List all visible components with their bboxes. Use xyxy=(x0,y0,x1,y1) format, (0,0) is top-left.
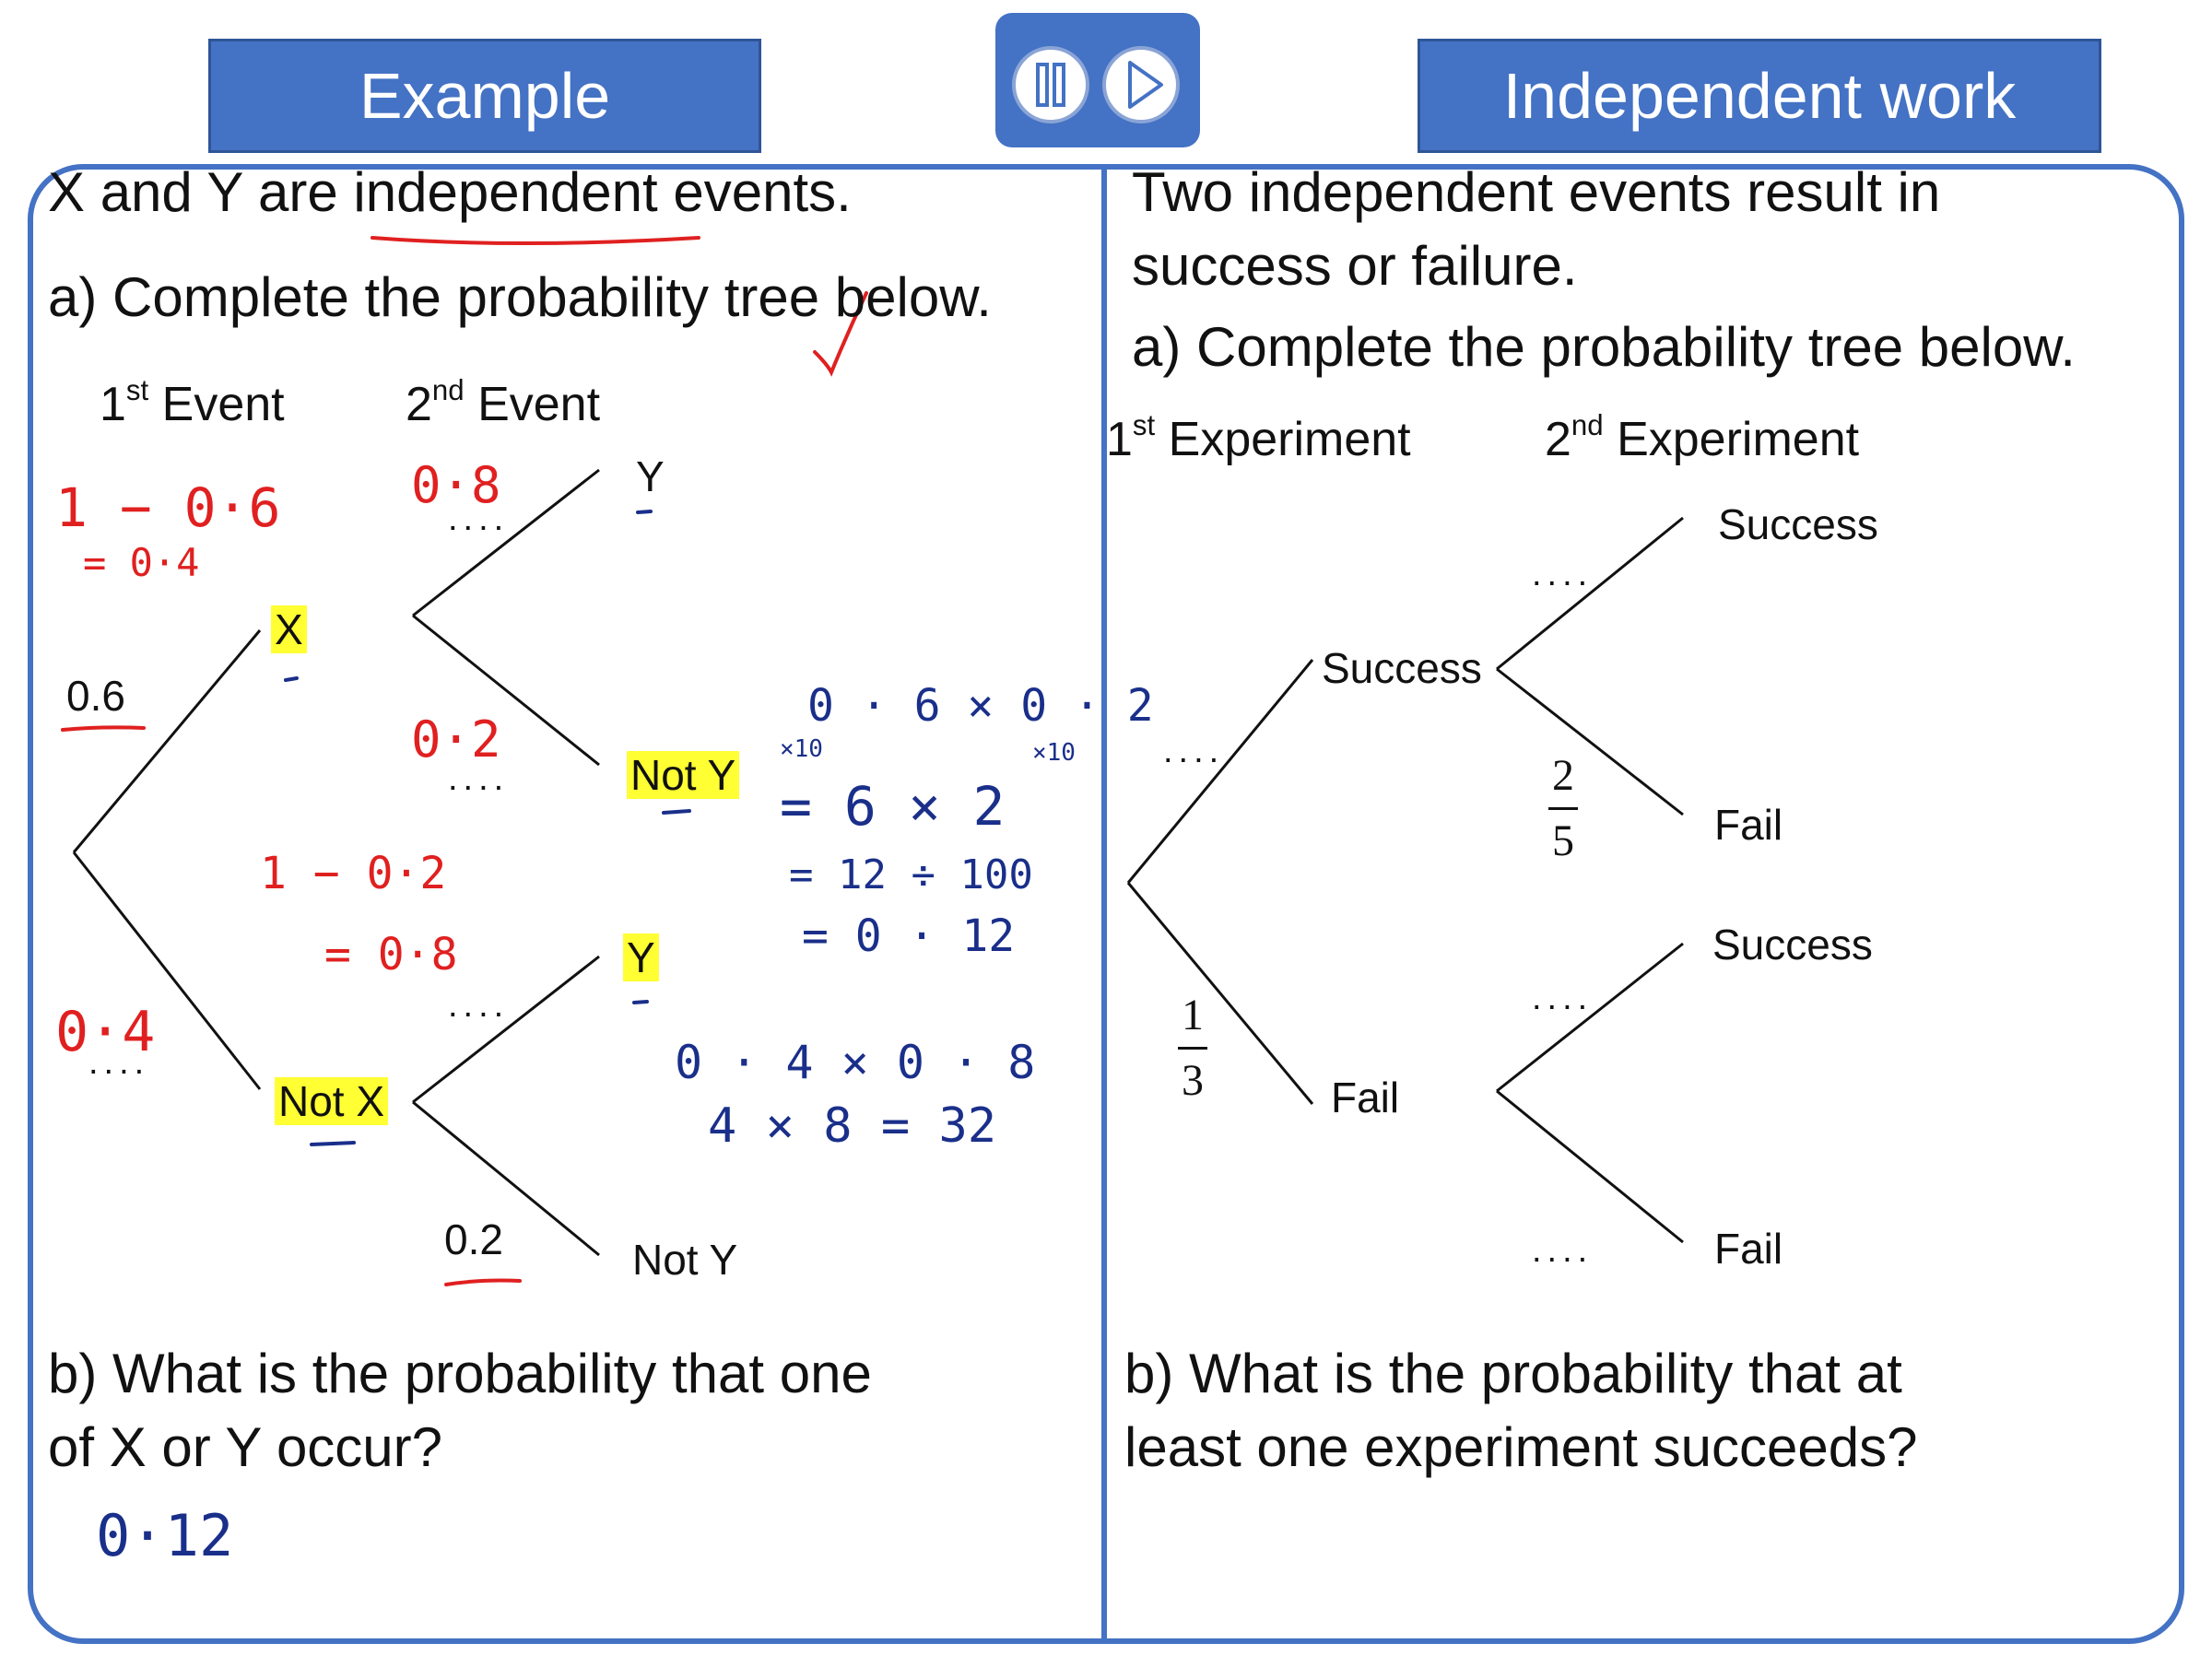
example-question-b-line2: of X or Y occur? xyxy=(48,1416,443,1478)
fraction-fail-numerator: 1 xyxy=(1182,991,1204,1039)
first-event-heading: 1st Event xyxy=(100,376,285,428)
independent-intro-line2: success or failure. xyxy=(1132,235,1578,297)
pause-icon xyxy=(1012,46,1089,123)
branch-not-x-text: Not X xyxy=(275,1077,389,1125)
annotation-calc-not-x-2: = 0·4 xyxy=(83,540,200,585)
branch-label-success-fail: Fail xyxy=(1714,801,1783,849)
fraction-success-fail: 2 5 xyxy=(1548,754,1578,863)
annotation-answer-b: 0·12 xyxy=(96,1502,234,1569)
annotation-work-5: 0 · 4 × 0 · 8 xyxy=(675,1036,1036,1089)
branch-label-success-success: Success xyxy=(1718,500,1878,548)
second-exp-num: 2 xyxy=(1545,412,1571,466)
branch-not-y1-text: Not Y xyxy=(627,751,740,799)
example-intro: X and Y are independent events. xyxy=(48,162,852,223)
independent-question-b-line2: least one experiment succeeds? xyxy=(1124,1416,1918,1478)
branch-label-y-1: Y xyxy=(636,455,665,498)
fraction-fail-denominator: 3 xyxy=(1182,1056,1204,1105)
blank-dots-y2: .... xyxy=(448,986,510,1025)
annotation-work-6: 4 × 8 = 32 xyxy=(708,1098,997,1154)
fraction-sf-denominator: 5 xyxy=(1552,816,1574,865)
second-exp-word: Experiment xyxy=(1603,412,1860,466)
pause-button[interactable] xyxy=(1012,46,1089,123)
branch-label-y-2: Y xyxy=(623,933,659,981)
annotation-calc-y2-1: 1 − 0·2 xyxy=(260,848,447,899)
branch-not-y2-text: Not Y xyxy=(632,1236,738,1284)
annotation-calc-not-x-1: 1 − 0·6 xyxy=(55,476,281,539)
branch-label-not-y-2: Not Y xyxy=(632,1238,737,1281)
example-question-b-line1: b) What is the probability that one xyxy=(48,1343,872,1404)
independent-question-b-line1: b) What is the probability that at xyxy=(1124,1343,1902,1404)
tab-independent-work[interactable]: Independent work xyxy=(1418,39,2101,153)
blank-dots-fail-success: .... xyxy=(1532,979,1594,1017)
annotation-prob-not-y1: 0·2 xyxy=(411,710,501,769)
play-icon xyxy=(1102,46,1180,123)
annotation-work-4: = 0 · 12 xyxy=(802,910,1016,962)
intro-underlined-word: independent xyxy=(353,161,658,223)
media-controls xyxy=(995,13,1200,147)
intro-prefix: X and Y are xyxy=(48,161,354,223)
independent-intro-line1: Two independent events result in xyxy=(1132,161,1941,223)
example-question-a: a) Complete the probability tree below. xyxy=(48,266,992,328)
first-experiment-heading: 1st Experiment xyxy=(1106,411,1411,464)
blank-dots-not-y1: .... xyxy=(448,759,510,798)
first-event-word: Event xyxy=(148,377,285,431)
blank-dots-not-x: .... xyxy=(88,1043,150,1082)
first-exp-sup: st xyxy=(1132,409,1156,441)
annotation-work-x10-b: ×10 xyxy=(1032,739,1076,767)
example-title: Example xyxy=(359,60,611,132)
branch-label-success: Success xyxy=(1322,644,1482,692)
second-event-num: 2 xyxy=(406,377,432,431)
annotation-prob-not-x: 0·4 xyxy=(55,1000,156,1064)
blank-dots-y1: .... xyxy=(448,499,510,538)
branch-x-text: X xyxy=(271,605,307,653)
annotation-calc-y2-2: = 0·8 xyxy=(324,929,458,980)
second-event-heading: 2nd Event xyxy=(406,376,600,428)
independent-work-title: Independent work xyxy=(1502,60,2017,132)
annotation-work-2: = 6 × 2 xyxy=(780,775,1006,838)
first-event-num: 1 xyxy=(100,377,126,431)
first-exp-word: Experiment xyxy=(1155,412,1411,466)
blank-dots-success-success: .... xyxy=(1532,555,1594,593)
branch-label-fail-fail: Fail xyxy=(1714,1225,1783,1273)
blank-dots-success: .... xyxy=(1163,732,1225,770)
branch-label-x: X xyxy=(271,605,307,653)
play-button[interactable] xyxy=(1102,46,1180,123)
fraction-fail: 1 3 xyxy=(1178,993,1207,1103)
prob-x-value: 0.6 xyxy=(66,672,125,720)
branch-y2-text: Y xyxy=(623,933,659,981)
annotation-work-1: 0 · 6 × 0 · 2 xyxy=(807,680,1154,732)
second-experiment-heading: 2nd Experiment xyxy=(1545,411,1859,464)
annotation-work-3: = 12 ÷ 100 xyxy=(789,851,1033,898)
annotation-work-x10-a: ×10 xyxy=(780,735,823,763)
intro-suffix: events. xyxy=(657,161,852,223)
second-event-sup: nd xyxy=(431,374,465,406)
blank-dots-fail-fail: .... xyxy=(1532,1231,1594,1270)
second-exp-sup: nd xyxy=(1571,409,1604,441)
branch-label-fail: Fail xyxy=(1331,1074,1400,1121)
panel-divider xyxy=(1101,168,1107,1642)
independent-question-a: a) Complete the probability tree below. xyxy=(1132,316,2076,378)
branch-y1-text: Y xyxy=(636,452,665,500)
branch-label-not-x: Not X xyxy=(275,1077,389,1125)
tab-example[interactable]: Example xyxy=(208,39,761,153)
annotation-prob-y1: 0·8 xyxy=(411,456,501,514)
branch-label-fail-success: Success xyxy=(1712,921,1873,968)
first-event-sup: st xyxy=(125,374,149,406)
prob-not-y-given-not-x: 0.2 xyxy=(444,1215,503,1263)
branch-label-not-y-1: Not Y xyxy=(627,751,740,799)
fraction-sf-numerator: 2 xyxy=(1552,751,1574,800)
first-exp-num: 1 xyxy=(1106,412,1133,466)
second-event-word: Event xyxy=(464,377,601,431)
